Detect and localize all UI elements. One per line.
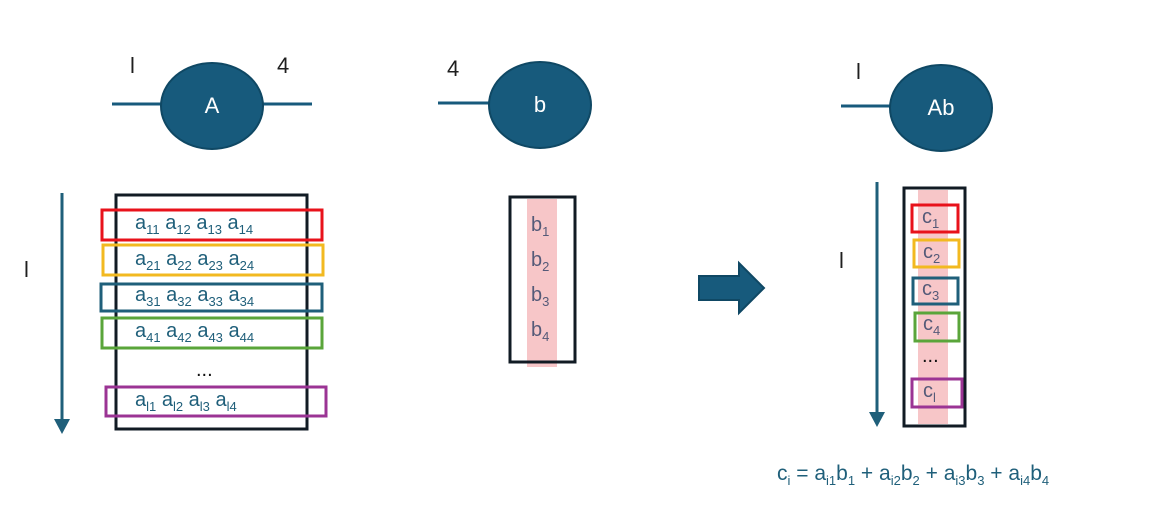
tensor-ab-left-index: l — [856, 59, 861, 84]
result-axis-arrowhead — [869, 412, 885, 427]
vector-b-highlight — [527, 199, 557, 367]
matrix-a-row-2: a21 a22 a23 a24 — [135, 249, 254, 272]
matrix-a-axis-label: l — [24, 257, 29, 282]
entry: a21 — [135, 248, 161, 273]
entry: a44 — [228, 320, 255, 345]
matrix-a-axis-arrowhead — [54, 419, 70, 434]
c-box-l — [910, 377, 964, 409]
tensor-ab-node — [889, 64, 993, 152]
tensor-a-left-index: l — [130, 53, 135, 78]
entry: a42 — [166, 320, 192, 345]
matrix-a-row-1: a11 a12 a13 a14 — [135, 213, 253, 236]
tensor-b-left-index: 4 — [447, 56, 460, 81]
c-box-4 — [913, 311, 961, 343]
product-formula: ci = ai1b1 + ai2b2 + ai3b3 + ai4b4 — [777, 462, 1050, 489]
entry: a24 — [228, 248, 255, 273]
entry: a34 — [228, 284, 255, 309]
tensor-a-right-index: 4 — [277, 53, 290, 78]
result-axis-label: l — [839, 248, 844, 273]
vector-b-entry-2: b2 — [531, 249, 550, 274]
tensor-b-label: b — [533, 92, 547, 117]
entry: a11 — [135, 212, 160, 237]
vector-c-entry-4: c4 — [923, 313, 941, 338]
entry: a22 — [166, 248, 192, 273]
vector-b-entry-4: b4 — [531, 319, 550, 344]
row-box-4 — [100, 316, 324, 350]
vector-c-entry-3: c3 — [922, 278, 940, 303]
row-box-l — [104, 385, 328, 418]
entry: a43 — [197, 320, 223, 345]
result-highlight — [918, 190, 948, 424]
row-box-3 — [99, 282, 324, 313]
matrix-a-row-3: a31 a32 a33 a34 — [135, 285, 254, 308]
vector-c-entry-1: c1 — [922, 206, 940, 231]
result-frame — [902, 186, 967, 428]
matrix-a-row-l: al1 al2 al3 al4 — [135, 390, 237, 413]
tensor-a-label: A — [204, 93, 220, 118]
c-box-3 — [911, 276, 960, 306]
transform-arrow — [698, 260, 766, 316]
entry: a33 — [197, 284, 223, 309]
row-box-1 — [100, 208, 324, 242]
matrix-a-ellipsis: ... — [196, 359, 213, 381]
row-box-2 — [101, 243, 325, 277]
vector-b-frame — [508, 195, 577, 364]
vector-b-entry-3: b3 — [531, 284, 550, 309]
entry: al2 — [161, 389, 184, 414]
vector-b-entry-1: b1 — [531, 214, 550, 239]
vector-c-entry-2: c2 — [923, 241, 941, 266]
entry: a13 — [196, 212, 222, 237]
entry: a12 — [165, 212, 191, 237]
entry: a32 — [166, 284, 192, 309]
tensor-a-node — [160, 62, 264, 150]
entry: a14 — [227, 212, 254, 237]
vector-c-ellipsis: ... — [922, 345, 939, 367]
tensor-ab-label: Ab — [927, 95, 955, 120]
matrix-a-row-4: a41 a42 a43 a44 — [135, 321, 254, 344]
c-box-2 — [912, 238, 961, 269]
tensor-b-node — [488, 61, 592, 149]
vector-c-entry-l: cl — [923, 380, 936, 405]
entry: a23 — [197, 248, 223, 273]
c-box-1 — [910, 203, 960, 234]
entry: al1 — [135, 389, 157, 414]
entry: a31 — [135, 284, 161, 309]
entry: al3 — [188, 389, 210, 414]
entry: al4 — [215, 389, 237, 414]
entry: a41 — [135, 320, 161, 345]
